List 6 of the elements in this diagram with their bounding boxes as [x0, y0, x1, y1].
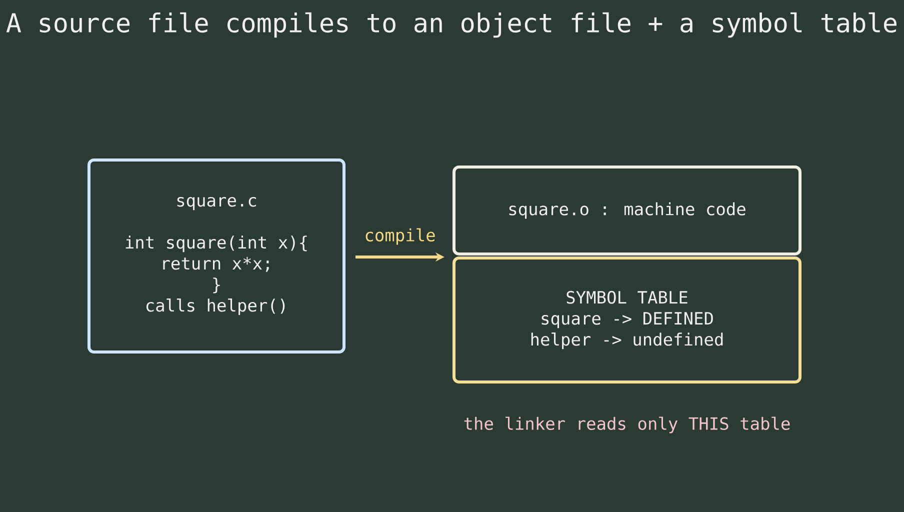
source-file-box: square.c int square(int x){ return x*x; } calls helper()	[88, 158, 346, 354]
edge-label: compile	[362, 226, 438, 247]
note: the linker reads only THIS table	[464, 416, 790, 434]
title: A source file compiles to an object file + a symbol table	[6, 12, 896, 38]
machine-code-box: square.o : machine code	[452, 166, 802, 256]
symbol-table-box: SYMBOL TABLE square -> DEFINED helper -> undefined	[452, 256, 802, 384]
